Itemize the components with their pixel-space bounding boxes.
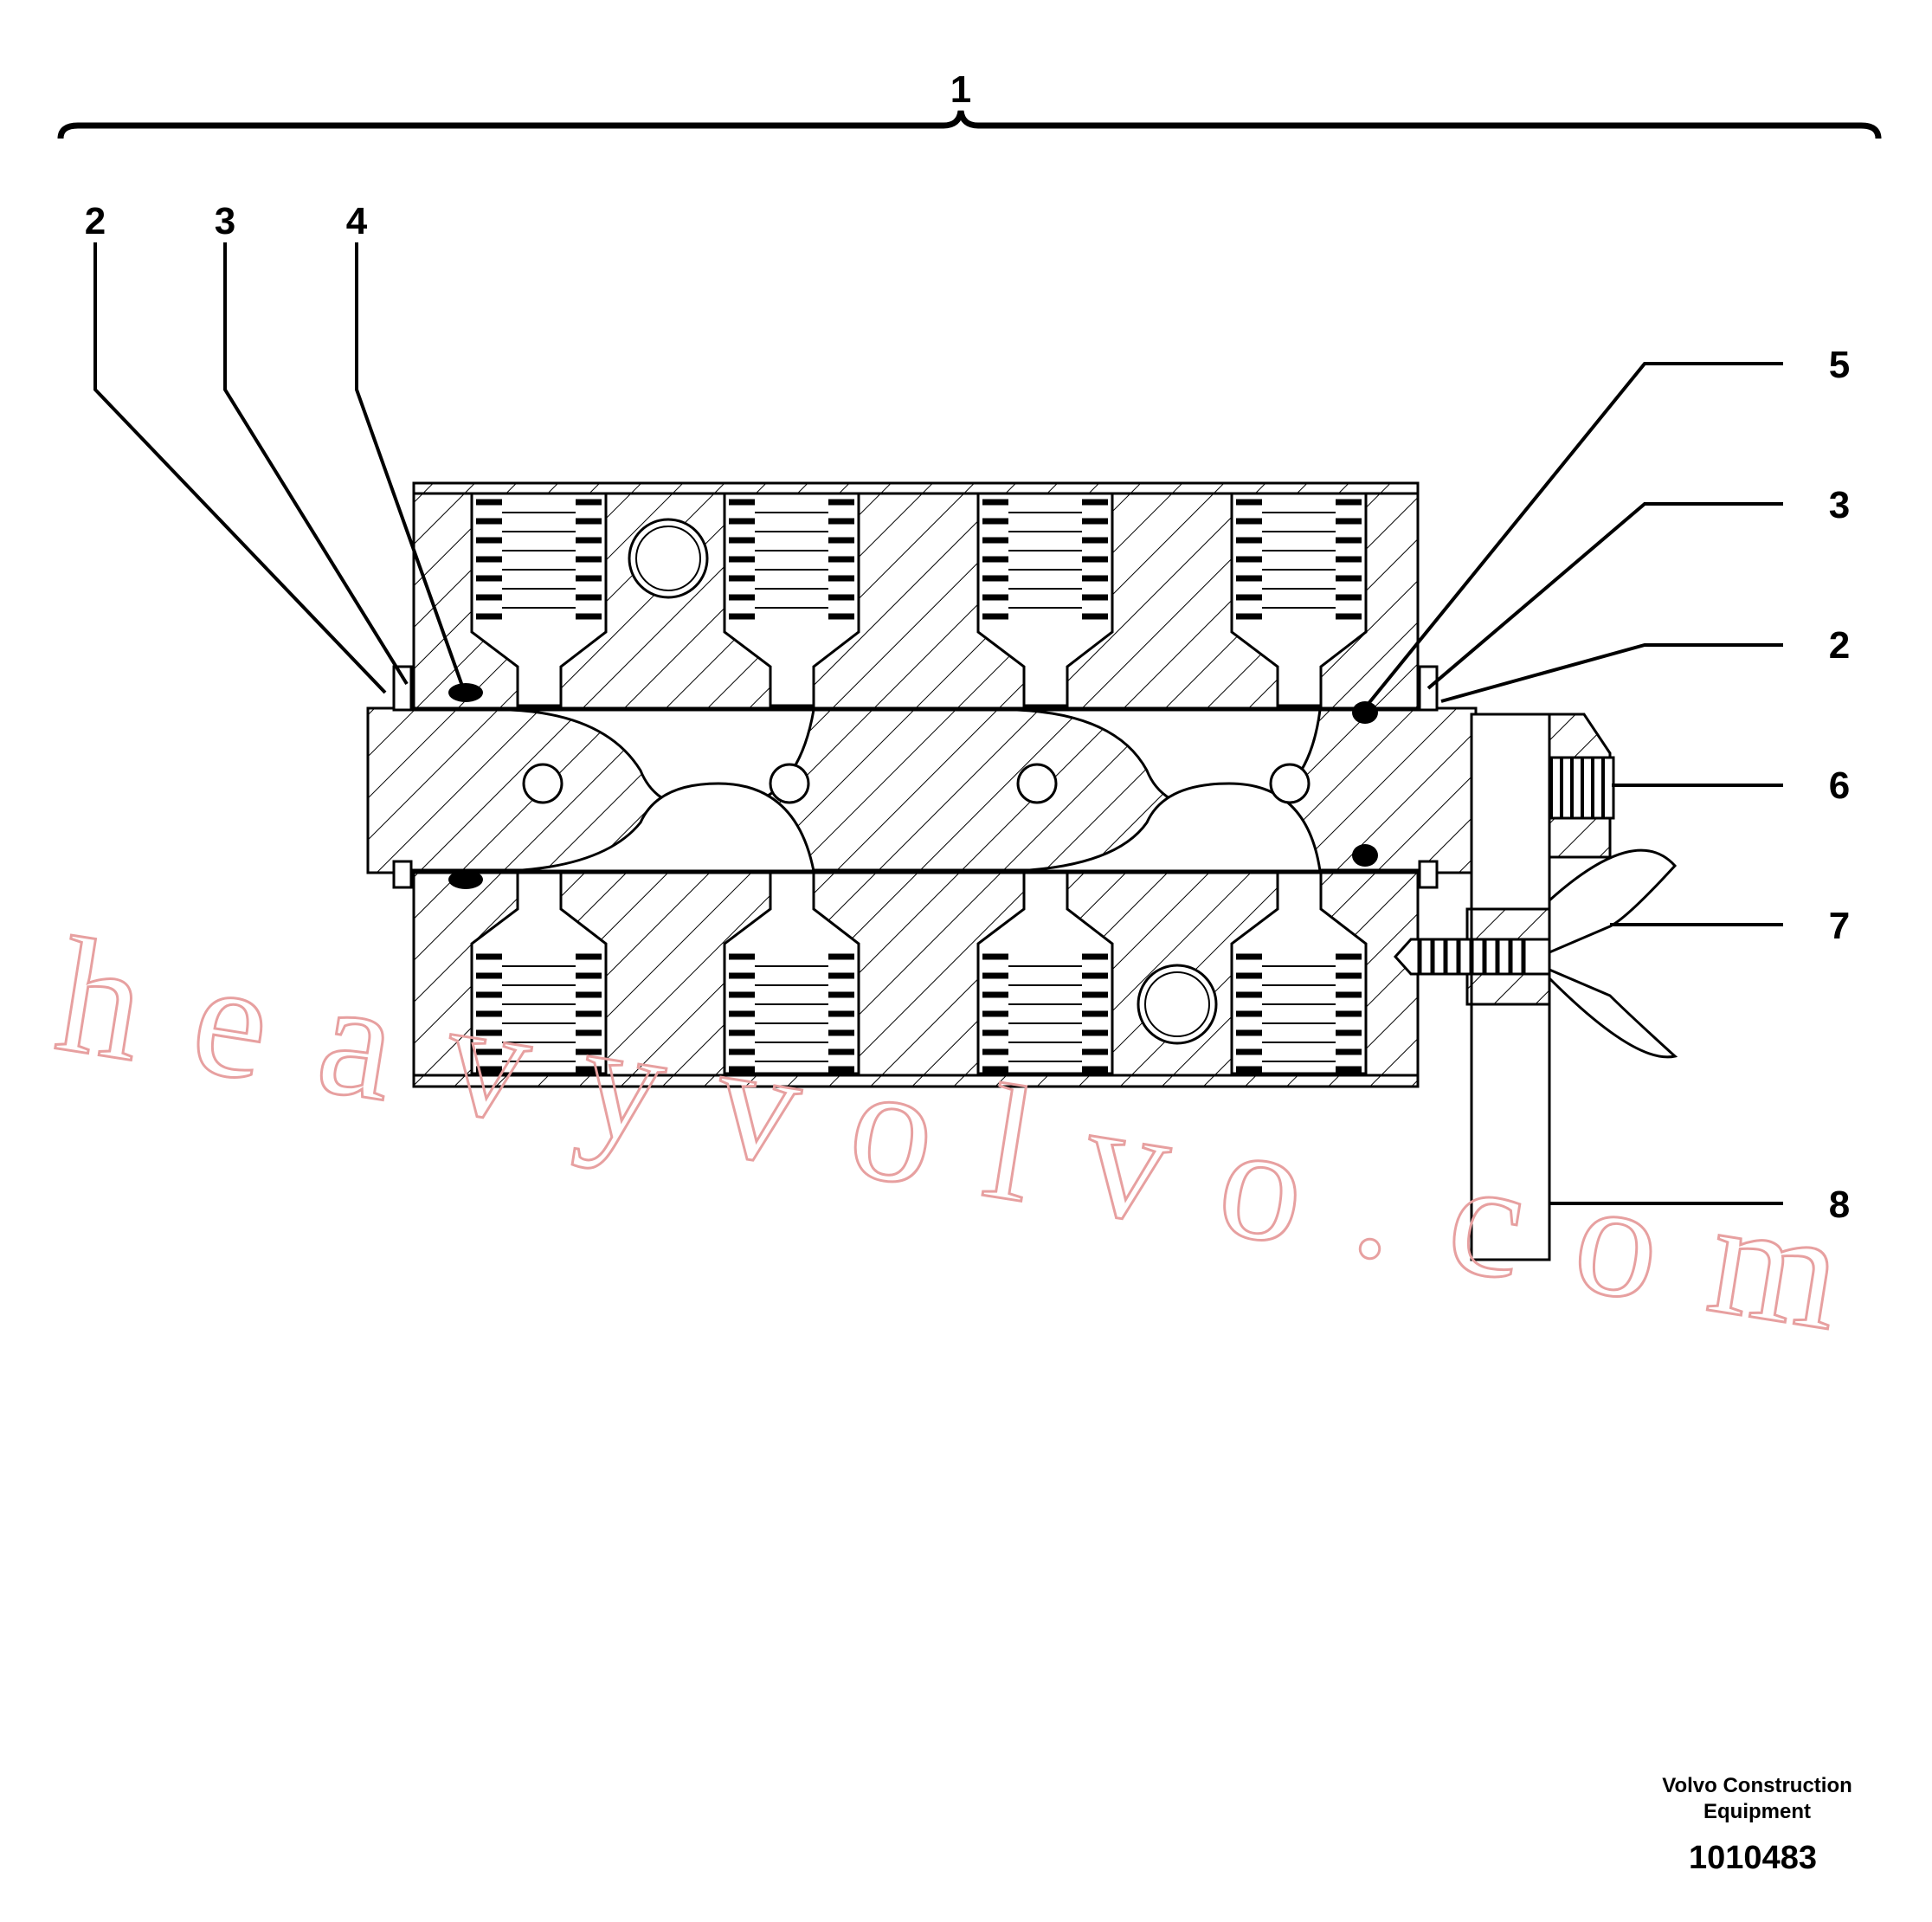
- lever-assembly: [1393, 713, 1678, 1261]
- callout-2-left: 2: [85, 200, 106, 242]
- callout-2-right: 2: [1829, 624, 1850, 667]
- o-rings: [448, 683, 1378, 889]
- callout-5-right: 5: [1829, 344, 1850, 386]
- drawing-number: 1010483: [1689, 1840, 1817, 1876]
- callout-8-right: 8: [1829, 1184, 1850, 1226]
- upper-spring-cavities: [470, 493, 1366, 706]
- callout-3-left: 3: [215, 200, 235, 242]
- callout-1: 1: [950, 68, 971, 111]
- lower-spring-cavities: [470, 870, 1366, 1074]
- valve-spool: [366, 706, 1478, 874]
- callout-4-left: 4: [346, 200, 368, 242]
- callout-7-right: 7: [1829, 905, 1850, 947]
- callout-3-right: 3: [1829, 484, 1850, 526]
- company-name-line1: Volvo Construction: [1662, 1774, 1852, 1797]
- company-name-line2: Equipment: [1703, 1800, 1811, 1823]
- callout-6-right: 6: [1829, 764, 1850, 807]
- assembly-brace: [57, 110, 1882, 139]
- leader-lines: [93, 242, 1783, 1205]
